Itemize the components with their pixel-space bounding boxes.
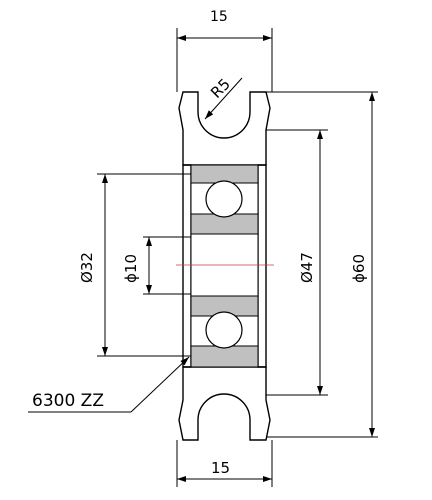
- bearing: [190, 164, 259, 368]
- bearing-callout: 6300 ZZ: [28, 356, 190, 413]
- dim-width-top: 15: [176, 9, 273, 92]
- bearing-outer-race-bottom: [190, 345, 259, 368]
- pulley-web-left: [182, 164, 192, 368]
- dim-bearing-bore-label: Ø32: [78, 252, 96, 283]
- dim-bearing-od: Ø47: [266, 129, 328, 396]
- bearing-outer-race-top: [190, 164, 259, 184]
- pulley-web-right: [257, 164, 267, 368]
- dim-width-bottom-label: 15: [211, 459, 230, 477]
- dim-outer-diameter-label: ϕ60: [350, 254, 368, 283]
- pulley-top-rim: [178, 91, 271, 166]
- bearing-ball-top: [205, 180, 243, 218]
- dim-width-bottom: 15: [176, 440, 273, 487]
- dim-groove-radius: R5: [204, 75, 243, 120]
- dim-bore-inner: ϕ10: [122, 236, 191, 295]
- bearing-ball-bottom: [205, 311, 243, 349]
- dim-groove-radius-label: R5: [207, 75, 234, 102]
- dim-width-top-label: 15: [210, 9, 228, 25]
- pulley-bottom-rim: [178, 366, 271, 441]
- dim-outer-diameter: ϕ60: [266, 91, 378, 438]
- bearing-callout-label: 6300 ZZ: [32, 391, 104, 411]
- dim-bearing-od-label: Ø47: [298, 252, 316, 283]
- dim-bore-inner-label: ϕ10: [122, 254, 140, 283]
- dim-bearing-bore: Ø32: [78, 173, 191, 357]
